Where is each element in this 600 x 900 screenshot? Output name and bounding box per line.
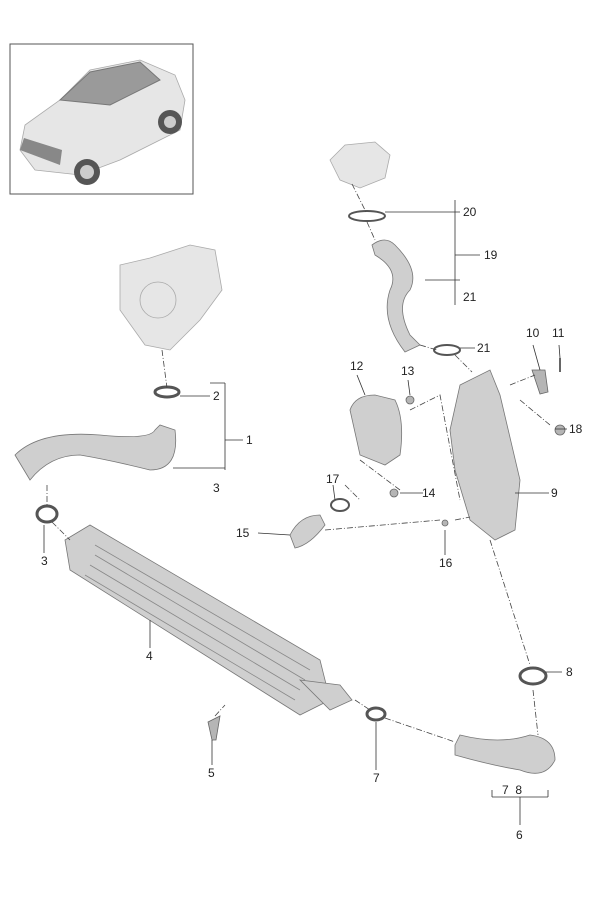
callout-17[interactable]: 17 (326, 472, 340, 486)
callout-5[interactable]: 5 (208, 766, 215, 780)
sensor-10[interactable] (531, 369, 549, 395)
callout-13[interactable]: 13 (401, 364, 415, 378)
nut-14[interactable] (389, 488, 399, 498)
vehicle-thumbnail[interactable] (9, 43, 194, 195)
callout-20[interactable]: 20 (463, 205, 477, 219)
callout-21[interactable]: 21 (477, 341, 491, 355)
callout-6[interactable]: 6 (516, 828, 523, 842)
bolt-5[interactable] (207, 715, 221, 741)
throttle-housing (329, 141, 391, 189)
pipe-9[interactable] (449, 369, 521, 541)
o-ring-21[interactable] (433, 344, 461, 356)
callout-4[interactable]: 4 (146, 649, 153, 663)
hose-1[interactable] (14, 424, 177, 481)
callout-10[interactable]: 10 (526, 326, 540, 340)
clamp-2[interactable] (153, 385, 181, 399)
callout-21[interactable]: 21 (463, 290, 477, 304)
callout-15[interactable]: 15 (236, 526, 250, 540)
callout-8[interactable]: 8 (566, 665, 573, 679)
clamp-8[interactable] (518, 666, 548, 686)
callout-2[interactable]: 2 (213, 389, 220, 403)
callout-11[interactable]: 11 (552, 326, 565, 340)
clamp-7[interactable] (365, 706, 387, 722)
callout-9[interactable]: 9 (551, 486, 558, 500)
callout-3[interactable]: 3 (213, 481, 220, 495)
screw-16[interactable] (441, 519, 449, 527)
callout-7[interactable]: 7 (373, 771, 380, 785)
callout-7-8[interactable]: 7 8 (502, 783, 522, 797)
callout-18[interactable]: 18 (569, 422, 583, 436)
callout-16[interactable]: 16 (439, 556, 453, 570)
clamp-3[interactable] (35, 504, 59, 524)
intercooler-4[interactable] (64, 524, 331, 716)
resonator-12[interactable] (349, 394, 403, 466)
callout-14[interactable]: 14 (422, 486, 436, 500)
callout-12[interactable]: 12 (350, 359, 364, 373)
callout-3[interactable]: 3 (41, 554, 48, 568)
hose-19[interactable] (371, 239, 421, 353)
hose-6[interactable] (454, 734, 556, 774)
callout-1[interactable]: 1 (246, 433, 253, 447)
nut-18[interactable] (554, 424, 566, 436)
o-ring-20[interactable] (348, 210, 386, 222)
turbocharger (119, 244, 223, 351)
grommet-13[interactable] (405, 395, 415, 405)
ring-17[interactable] (330, 498, 350, 512)
callout-19[interactable]: 19 (484, 248, 498, 262)
hose-15[interactable] (289, 514, 326, 549)
